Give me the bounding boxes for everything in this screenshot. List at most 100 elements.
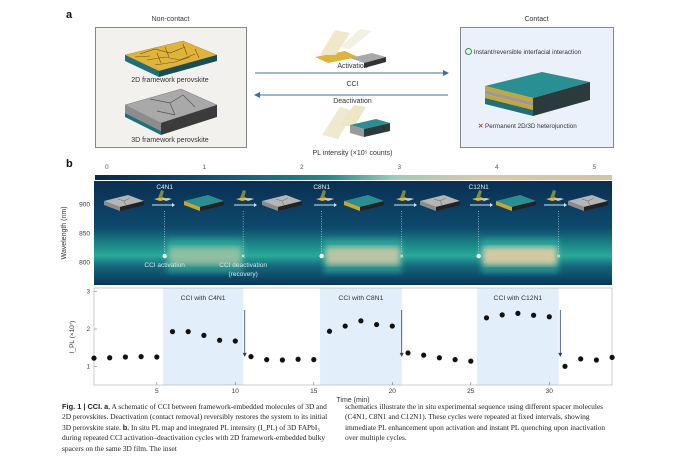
caption-right: schematics illustrate the in situ experi… <box>345 402 613 444</box>
deactivation-inset-icon <box>322 105 390 139</box>
pl-heatmap: Wavelength (nm)900850800C4N1×C8N1×C12N1×… <box>61 181 612 285</box>
data-point <box>122 354 128 360</box>
caption-b-text-part1: , In situ PL map and integrated PL inten… <box>62 422 326 453</box>
data-point <box>546 314 552 320</box>
stamp-inset-icon <box>154 190 172 201</box>
data-point <box>248 354 254 360</box>
data-point <box>154 354 160 360</box>
process-arrowhead <box>490 203 493 207</box>
xtick-label: 5 <box>155 388 159 395</box>
data-point <box>358 318 364 324</box>
data-point <box>593 357 600 363</box>
data-point <box>374 321 380 328</box>
stamp-inset-icon <box>546 190 564 201</box>
colorbar-title: PL intensity (×10⁵ counts) <box>312 150 393 157</box>
molecule-label: C12N1 <box>469 184 490 191</box>
label-3d: 3D framework perovskite <box>131 137 209 144</box>
ylabel: I_PL (×10⁷) <box>69 321 76 354</box>
data-point <box>562 363 568 369</box>
shaded-region <box>477 288 559 385</box>
data-point <box>279 357 285 363</box>
xlabel: Time (min) <box>336 397 369 404</box>
permanent-note: ✕ Permanent 2D/3D heterojunction <box>478 123 577 130</box>
noncontact-schematic: 2D framework perovskite 3D framework per… <box>124 40 218 144</box>
contact-film-icon <box>344 195 384 211</box>
caption-left: Fig. 1 | CCI. a, A schematic of CCI betw… <box>62 402 330 454</box>
data-point <box>609 354 615 360</box>
activation-label: Activation <box>337 63 368 70</box>
permanent-text: Permanent 2D/3D heterojunction <box>485 123 577 130</box>
xtick-label: 20 <box>389 388 397 395</box>
data-point <box>169 329 176 335</box>
instant-text: Instant/reversible interfacial interacti… <box>473 49 582 56</box>
data-point <box>421 352 427 358</box>
deactivation-arrowhead <box>399 352 404 357</box>
data-point <box>138 354 144 360</box>
heatmap-ytick: 800 <box>79 260 90 267</box>
contact-stack-icon <box>485 72 590 116</box>
process-arrowhead <box>414 203 417 207</box>
ipl-scatter-plot: CCI with C4N1 CCI with C8N1 CCI with C12N1… <box>69 287 615 404</box>
ytick-label: 3 <box>87 290 91 296</box>
data-point <box>483 315 490 321</box>
contact-film-icon <box>496 195 536 211</box>
process-arrowhead <box>334 203 337 207</box>
stamp-inset-icon <box>316 190 334 201</box>
data-point <box>185 329 191 335</box>
deactivation-marker-icon: × <box>241 254 245 261</box>
shaded-region <box>320 288 402 385</box>
colorbar-tick: 4 <box>495 164 499 171</box>
data-point <box>515 310 521 316</box>
xtick-label: 10 <box>232 388 240 395</box>
region-label: CCI with C12N1 <box>494 295 543 302</box>
colorbar-tick: 5 <box>592 164 597 171</box>
data-point <box>531 312 537 318</box>
data-point <box>452 357 458 363</box>
data-point <box>578 356 584 362</box>
colorbar <box>95 175 612 180</box>
data-point <box>107 355 113 361</box>
data-point <box>264 357 270 363</box>
contact-title: Contact <box>524 16 549 23</box>
caption-a-label: a <box>104 402 109 411</box>
colorbar-tick: 3 <box>397 164 402 171</box>
data-point <box>201 332 207 338</box>
ytick-label: 1 <box>87 364 91 370</box>
colorbar-tick: 2 <box>300 164 304 171</box>
activation-marker-icon <box>476 253 481 259</box>
deactivation-marker-icon: × <box>400 254 404 261</box>
data-point <box>468 358 474 364</box>
caption-a-text: , A schematic of CCI between framework-e… <box>62 402 328 432</box>
process-arrowhead <box>564 203 567 207</box>
region-label: CCI with C8N1 <box>338 295 383 302</box>
colorbar-tick: 0 <box>105 164 109 171</box>
data-point <box>436 355 442 361</box>
stamp-inset-icon <box>396 190 414 201</box>
recovery-label: (recovery) <box>229 271 258 278</box>
data-point <box>217 337 223 343</box>
xtick-label: 15 <box>310 388 318 395</box>
cci-arrows <box>254 29 449 139</box>
activation-label: CCI activation <box>144 262 185 269</box>
data-point <box>232 338 238 344</box>
data-point <box>499 312 505 318</box>
data-point <box>311 357 317 363</box>
label-2d: 2D framework perovskite <box>131 77 209 84</box>
data-point <box>91 355 97 361</box>
region-label: CCI with C4N1 <box>181 295 226 302</box>
stamp-inset-icon <box>236 190 254 201</box>
cross-icon: ✕ <box>478 123 484 130</box>
panel-b-label: b <box>66 158 73 170</box>
heatmap-ytick: 900 <box>79 202 90 209</box>
data-point <box>326 328 333 334</box>
3d-film-icon <box>262 195 302 211</box>
deactivation-arrowhead <box>242 352 247 357</box>
activation-marker-icon <box>319 253 324 259</box>
plot-frame <box>93 287 613 386</box>
colorbar-tick: 1 <box>202 164 207 171</box>
data-point <box>405 350 411 356</box>
molecule-label: C8N1 <box>313 184 330 191</box>
panel-a-label: a <box>66 9 73 21</box>
activation-inset-icon <box>315 29 386 68</box>
